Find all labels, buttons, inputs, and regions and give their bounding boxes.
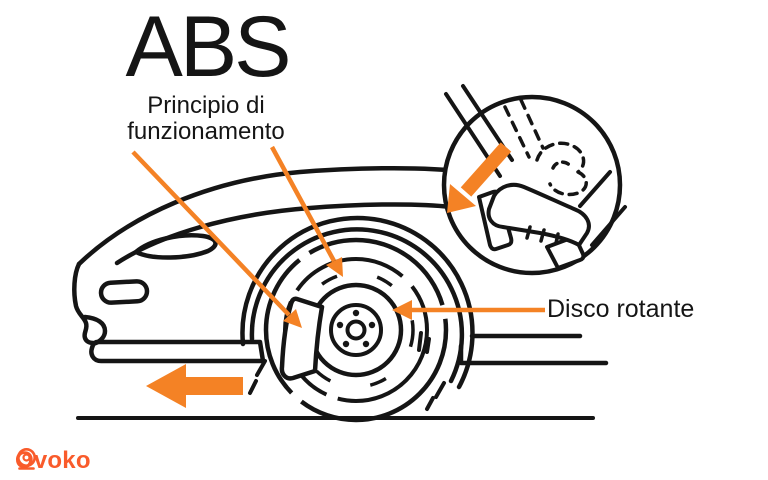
pedal-press-arrow-head	[447, 184, 476, 213]
foot-released-dashed-inner	[551, 160, 572, 170]
sole-tread-tick	[554, 232, 560, 245]
motion-tick	[248, 379, 258, 395]
callout-arrows	[131, 145, 545, 408]
sole-tread-tick	[525, 225, 532, 240]
page-subtitle: Principio di funzionamento	[80, 93, 332, 145]
arrow-to-caliper-head	[283, 309, 302, 328]
disc-label: Disco rotante	[547, 295, 695, 323]
car-roof-line	[76, 165, 471, 267]
motion-tick	[434, 381, 446, 399]
wheel-bolt	[336, 321, 344, 329]
sole-tread-tick	[539, 228, 546, 243]
motion-direction-arrow-head	[146, 364, 186, 408]
pedal-arm-released-dashed	[503, 105, 531, 159]
motion-tick	[425, 337, 431, 354]
subtitle-line-1: Principio di	[147, 92, 265, 119]
pedal-press-arrow	[460, 142, 512, 197]
motion-ticks	[248, 331, 446, 411]
leg-line	[590, 205, 627, 247]
ovoko-camera-icon	[17, 448, 36, 470]
wheel-bolt	[362, 340, 370, 348]
car-tail-edge	[72, 261, 96, 346]
body-line-front-lower	[458, 343, 609, 366]
foot-released-dashed	[535, 141, 588, 197]
arrow-to-disc-head	[326, 257, 343, 277]
page-title: ABS	[125, 0, 291, 95]
disc-label-arrow-head	[392, 300, 412, 320]
leg-line	[578, 170, 612, 208]
hub-bore	[345, 319, 367, 341]
wheel-bolts	[336, 309, 376, 348]
foot-pressing	[486, 182, 591, 247]
fender-arch-inner	[249, 227, 465, 384]
motion-tick	[425, 396, 435, 411]
pedal-inset	[441, 84, 627, 276]
arrow-to-caliper	[131, 150, 291, 317]
wheel-bolt	[352, 309, 360, 317]
tail-light	[98, 279, 150, 305]
wheel	[248, 237, 449, 423]
pedal-arm-released-dashed	[519, 98, 545, 150]
wheel-bolt	[368, 321, 376, 329]
ovoko-logo: Ovoko	[15, 447, 91, 475]
rocker-panel	[89, 339, 266, 364]
motion-tick	[417, 331, 423, 352]
rear-window	[133, 233, 218, 260]
wheel-bolt	[342, 340, 350, 348]
motion-tick	[255, 359, 267, 377]
arrow-to-disc	[270, 145, 336, 263]
subtitle-line-2: funzionamento	[127, 118, 285, 145]
